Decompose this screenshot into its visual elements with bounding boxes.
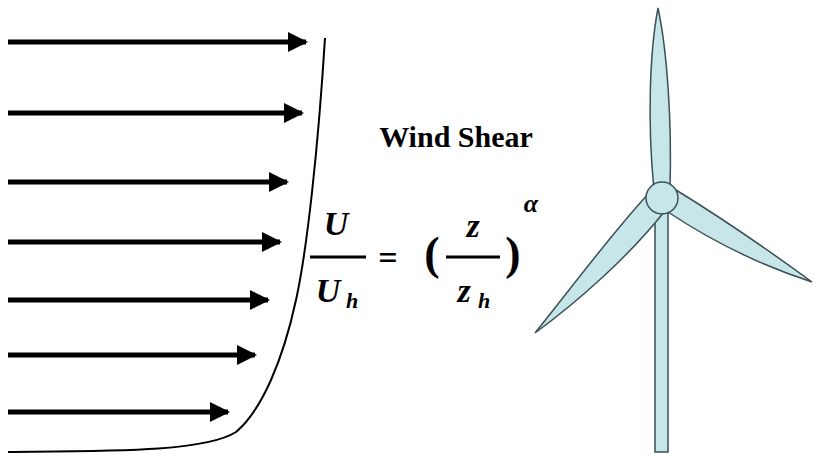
formula-symbol: U (316, 274, 341, 308)
wind-arrow (8, 298, 268, 303)
formula-symbol: h (346, 290, 358, 312)
turbine-tower (655, 205, 668, 452)
fraction-bar (446, 256, 500, 259)
fraction-bars (310, 256, 500, 259)
wind-arrow (8, 240, 280, 245)
wind-arrow (8, 353, 255, 358)
formula-symbol: U (324, 207, 349, 241)
formula-symbol: z (466, 209, 479, 243)
turbine-blade (650, 8, 670, 190)
turbine-blade (668, 190, 812, 282)
wind-arrow (8, 111, 302, 116)
wind-arrow (8, 180, 287, 185)
formula-symbol: z (457, 274, 470, 308)
velocity-profile (8, 38, 325, 452)
wind-arrows (8, 42, 306, 412)
fraction-bar (310, 256, 366, 259)
turbine-hub (646, 182, 678, 214)
wind-arrow (8, 410, 228, 415)
wind-turbine (535, 8, 812, 452)
formula-symbol: ) (505, 231, 520, 277)
turbine-blade (535, 192, 664, 333)
formula-symbol: = (378, 241, 397, 275)
wind-arrow (8, 40, 306, 45)
figure-heading: Wind Shear (379, 122, 533, 152)
formula-symbol: h (478, 290, 490, 312)
formula-symbol: α (524, 191, 538, 217)
formula-symbol: ( (424, 231, 439, 277)
